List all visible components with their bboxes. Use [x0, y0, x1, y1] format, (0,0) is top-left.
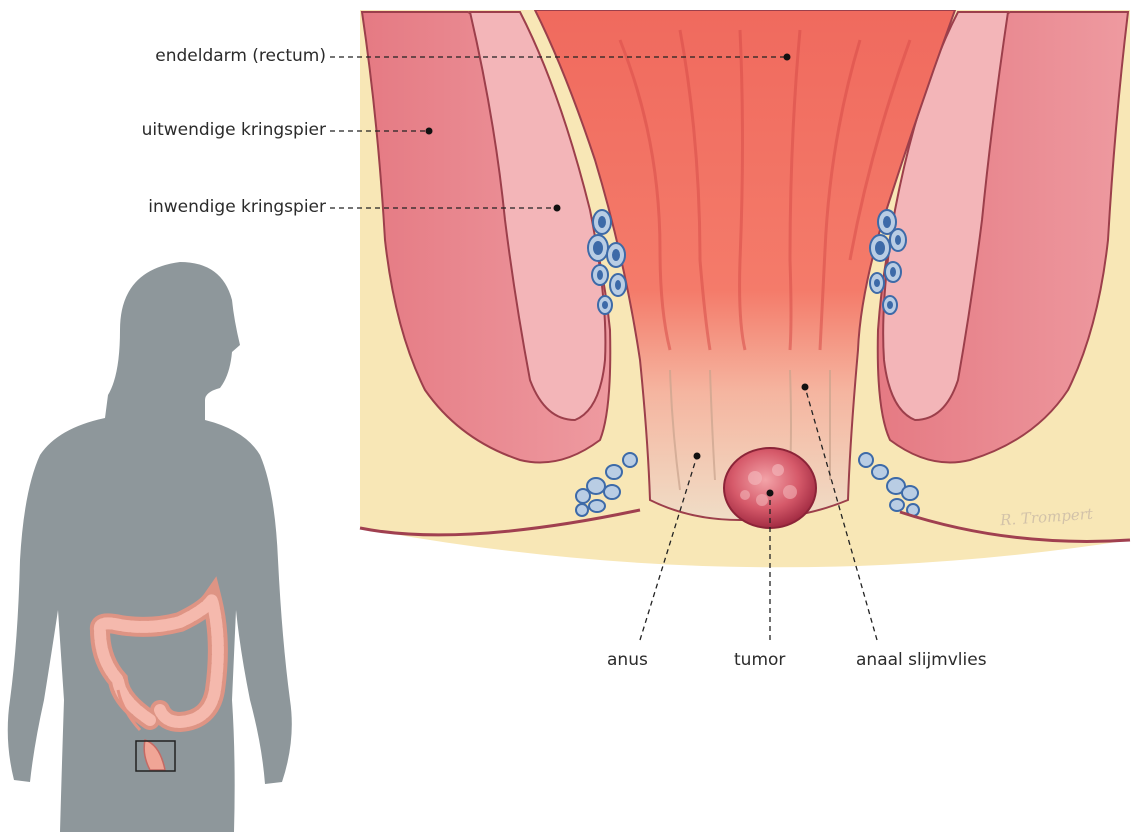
anal-mucosa-dot: [802, 384, 809, 391]
external-sphincter-dot: [426, 128, 433, 135]
internal-sphincter-dot: [554, 205, 561, 212]
label-internal-sphincter: inwendige kringspier: [80, 197, 326, 217]
label-external-sphincter: uitwendige kringspier: [80, 120, 326, 140]
label-anal-mucosa: anaal slijmvlies: [856, 650, 987, 670]
label-rectum: endeldarm (rectum): [100, 46, 326, 66]
cross-section: [360, 10, 1130, 570]
label-anus: anus: [607, 650, 648, 670]
label-tumor: tumor: [734, 650, 785, 670]
tumor-dot: [767, 490, 774, 497]
anus-dot: [694, 453, 701, 460]
tumor-mass: [724, 448, 816, 528]
rectum-dot: [784, 54, 791, 61]
